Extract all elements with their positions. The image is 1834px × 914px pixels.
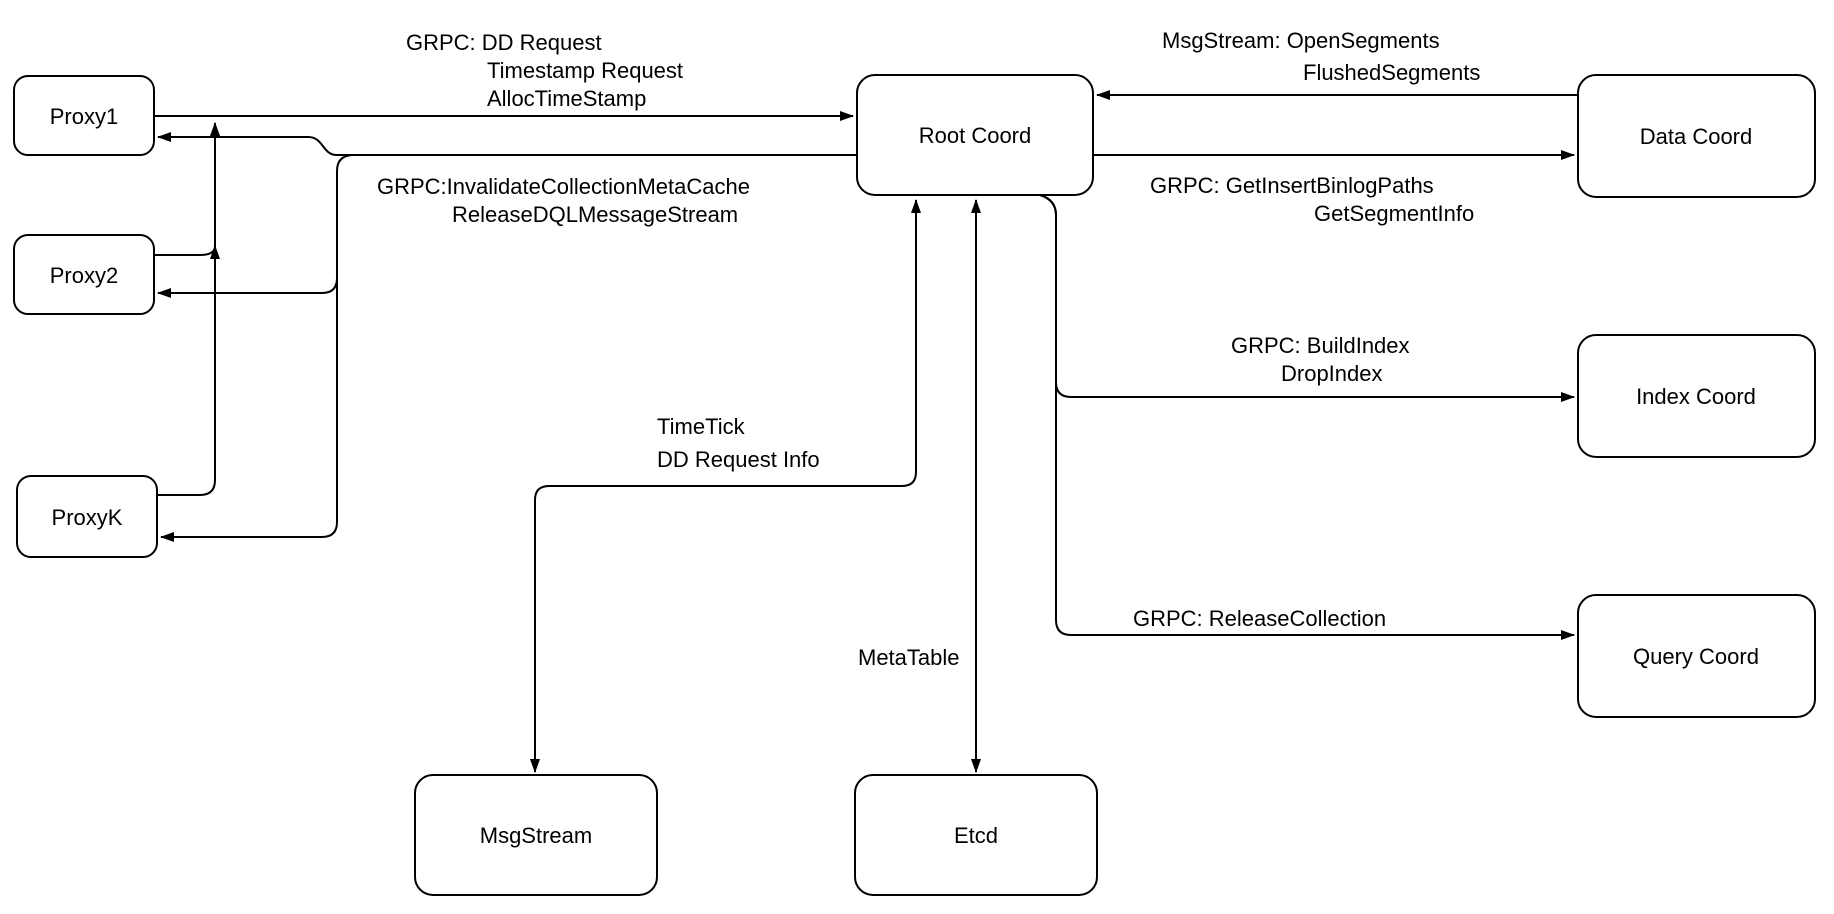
edge-label-root-to-data: GRPC: GetInsertBinlogPaths GetSegmentInf… <box>1150 173 1474 226</box>
edge-label-line: GRPC: BuildIndex <box>1231 333 1410 358</box>
node-index-coord-label: Index Coord <box>1636 384 1756 409</box>
edge-label-line: GRPC: DD Request <box>406 30 602 55</box>
node-proxy2[interactable]: Proxy2 <box>13 234 155 315</box>
edge-label-line: AllocTimeStamp <box>487 86 646 111</box>
edge-label-line: GRPC: ReleaseCollection <box>1133 606 1386 631</box>
node-index-coord[interactable]: Index Coord <box>1577 334 1816 458</box>
edge-label-root-to-query: GRPC: ReleaseCollection <box>1133 606 1386 631</box>
edge-label-root-etcd: MetaTable <box>858 645 960 670</box>
node-msgstream-label: MsgStream <box>480 823 592 848</box>
edge-label-line: FlushedSegments <box>1303 60 1480 85</box>
node-etcd-label: Etcd <box>954 823 998 848</box>
edge-label-line: GetSegmentInfo <box>1314 201 1474 226</box>
node-root-coord-label: Root Coord <box>919 123 1032 148</box>
edge-label-data-to-root: MsgStream: OpenSegments FlushedSegments <box>1162 28 1480 85</box>
node-msgstream[interactable]: MsgStream <box>414 774 658 896</box>
edge-root-msgstream <box>530 199 921 773</box>
edge-proxy2-merge <box>154 245 220 260</box>
node-query-coord[interactable]: Query Coord <box>1577 594 1816 718</box>
edge-label-root-msgstream: TimeTick DD Request Info <box>657 414 820 472</box>
node-proxyk[interactable]: ProxyK <box>16 475 158 558</box>
node-proxyk-label: ProxyK <box>52 505 123 530</box>
edge-label-proxies-to-root: GRPC: DD Request Timestamp Request Alloc… <box>406 30 683 111</box>
edge-root-to-proxy2 <box>157 154 353 298</box>
node-root-coord[interactable]: Root Coord <box>856 74 1094 196</box>
edge-label-line: ReleaseDQLMessageStream <box>452 202 738 227</box>
node-query-coord-label: Query Coord <box>1633 644 1759 669</box>
edge-label-line: Timestamp Request <box>487 58 683 83</box>
node-data-coord-label: Data Coord <box>1640 124 1753 149</box>
node-proxy1[interactable]: Proxy1 <box>13 75 155 156</box>
edge-proxyk-merge <box>157 122 220 496</box>
node-proxy2-label: Proxy2 <box>50 263 118 288</box>
edge-root-to-proxyk <box>160 240 338 542</box>
edge-label-line: GRPC: GetInsertBinlogPaths <box>1150 173 1434 198</box>
edge-label-line: TimeTick <box>657 414 746 439</box>
edge-label-line: DD Request Info <box>657 447 820 472</box>
node-etcd[interactable]: Etcd <box>854 774 1098 896</box>
edge-label-line: MetaTable <box>858 645 960 670</box>
edge-label-root-to-index: GRPC: BuildIndex DropIndex <box>1231 333 1410 386</box>
edge-label-line: DropIndex <box>1281 361 1383 386</box>
edge-root-to-proxy1 <box>157 132 857 156</box>
node-data-coord[interactable]: Data Coord <box>1577 74 1816 198</box>
edge-label-line: MsgStream: OpenSegments <box>1162 28 1440 53</box>
edge-label-root-to-proxies: GRPC:InvalidateCollectionMetaCache Relea… <box>377 174 750 227</box>
edge-label-line: GRPC:InvalidateCollectionMetaCache <box>377 174 750 199</box>
edge-root-to-query <box>1039 194 1575 640</box>
node-proxy1-label: Proxy1 <box>50 104 118 129</box>
